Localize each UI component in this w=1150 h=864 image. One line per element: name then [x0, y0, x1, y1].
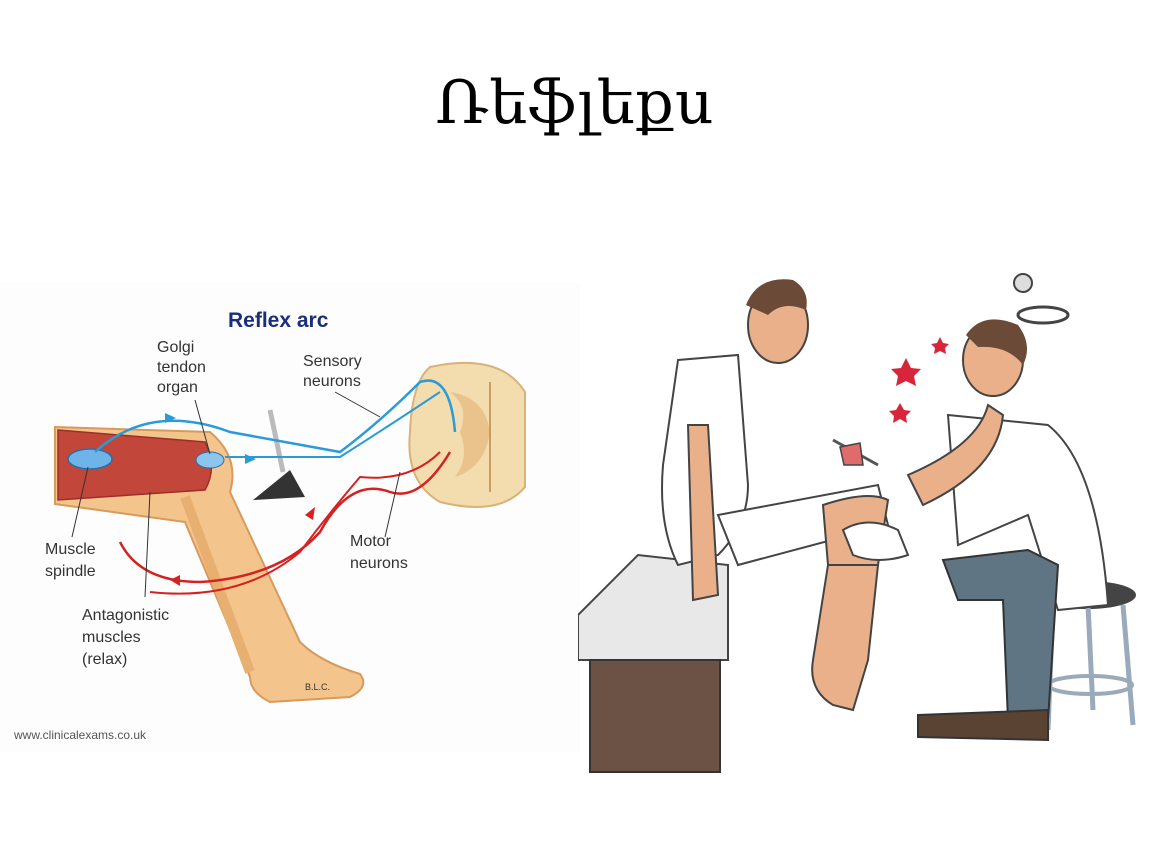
label-motor-2: neurons	[350, 555, 408, 572]
leg-icon: B.L.C.	[54, 425, 365, 704]
reflex-hammer-icon	[832, 438, 879, 467]
diagram-title: Reflex arc	[228, 309, 329, 332]
label-antag-1: Antagonistic	[82, 607, 169, 624]
label-golgi-1: Golgi	[157, 339, 194, 356]
muscle-spindle-icon	[67, 448, 113, 470]
label-antag-3: (relax)	[82, 651, 127, 668]
golgi-organ-icon	[195, 451, 225, 469]
label-antag-2: muscles	[82, 629, 141, 646]
exam-table-icon	[578, 553, 729, 773]
spinal-cord-icon	[408, 361, 526, 508]
diagram-credit: www.clinicalexams.co.uk	[13, 728, 147, 742]
halo-icon	[1016, 305, 1070, 325]
label-spindle-1: Muscle	[45, 541, 96, 558]
label-motor-1: Motor	[350, 533, 392, 550]
label-golgi-2: tendon	[157, 359, 206, 376]
svg-text:B.L.C.: B.L.C.	[305, 682, 330, 692]
sensory-neuron-path	[94, 379, 457, 454]
doctor-icon	[841, 273, 1110, 742]
label-sensory-2: neurons	[303, 373, 361, 390]
label-sensory-1: Sensory	[303, 353, 362, 370]
stars-icon	[889, 337, 949, 423]
label-golgi-3: organ	[157, 379, 198, 396]
label-spindle-2: spindle	[45, 563, 96, 580]
motor-neuron-path	[118, 451, 452, 584]
reflex-test-cartoon	[578, 273, 1136, 773]
stethoscope-icon	[1013, 273, 1033, 293]
slide-title: Ռեֆլեքս	[435, 68, 715, 138]
reflex-arc-diagram: Reflex arc B.L.C. Golgi tendon organ Sen…	[0, 282, 580, 752]
